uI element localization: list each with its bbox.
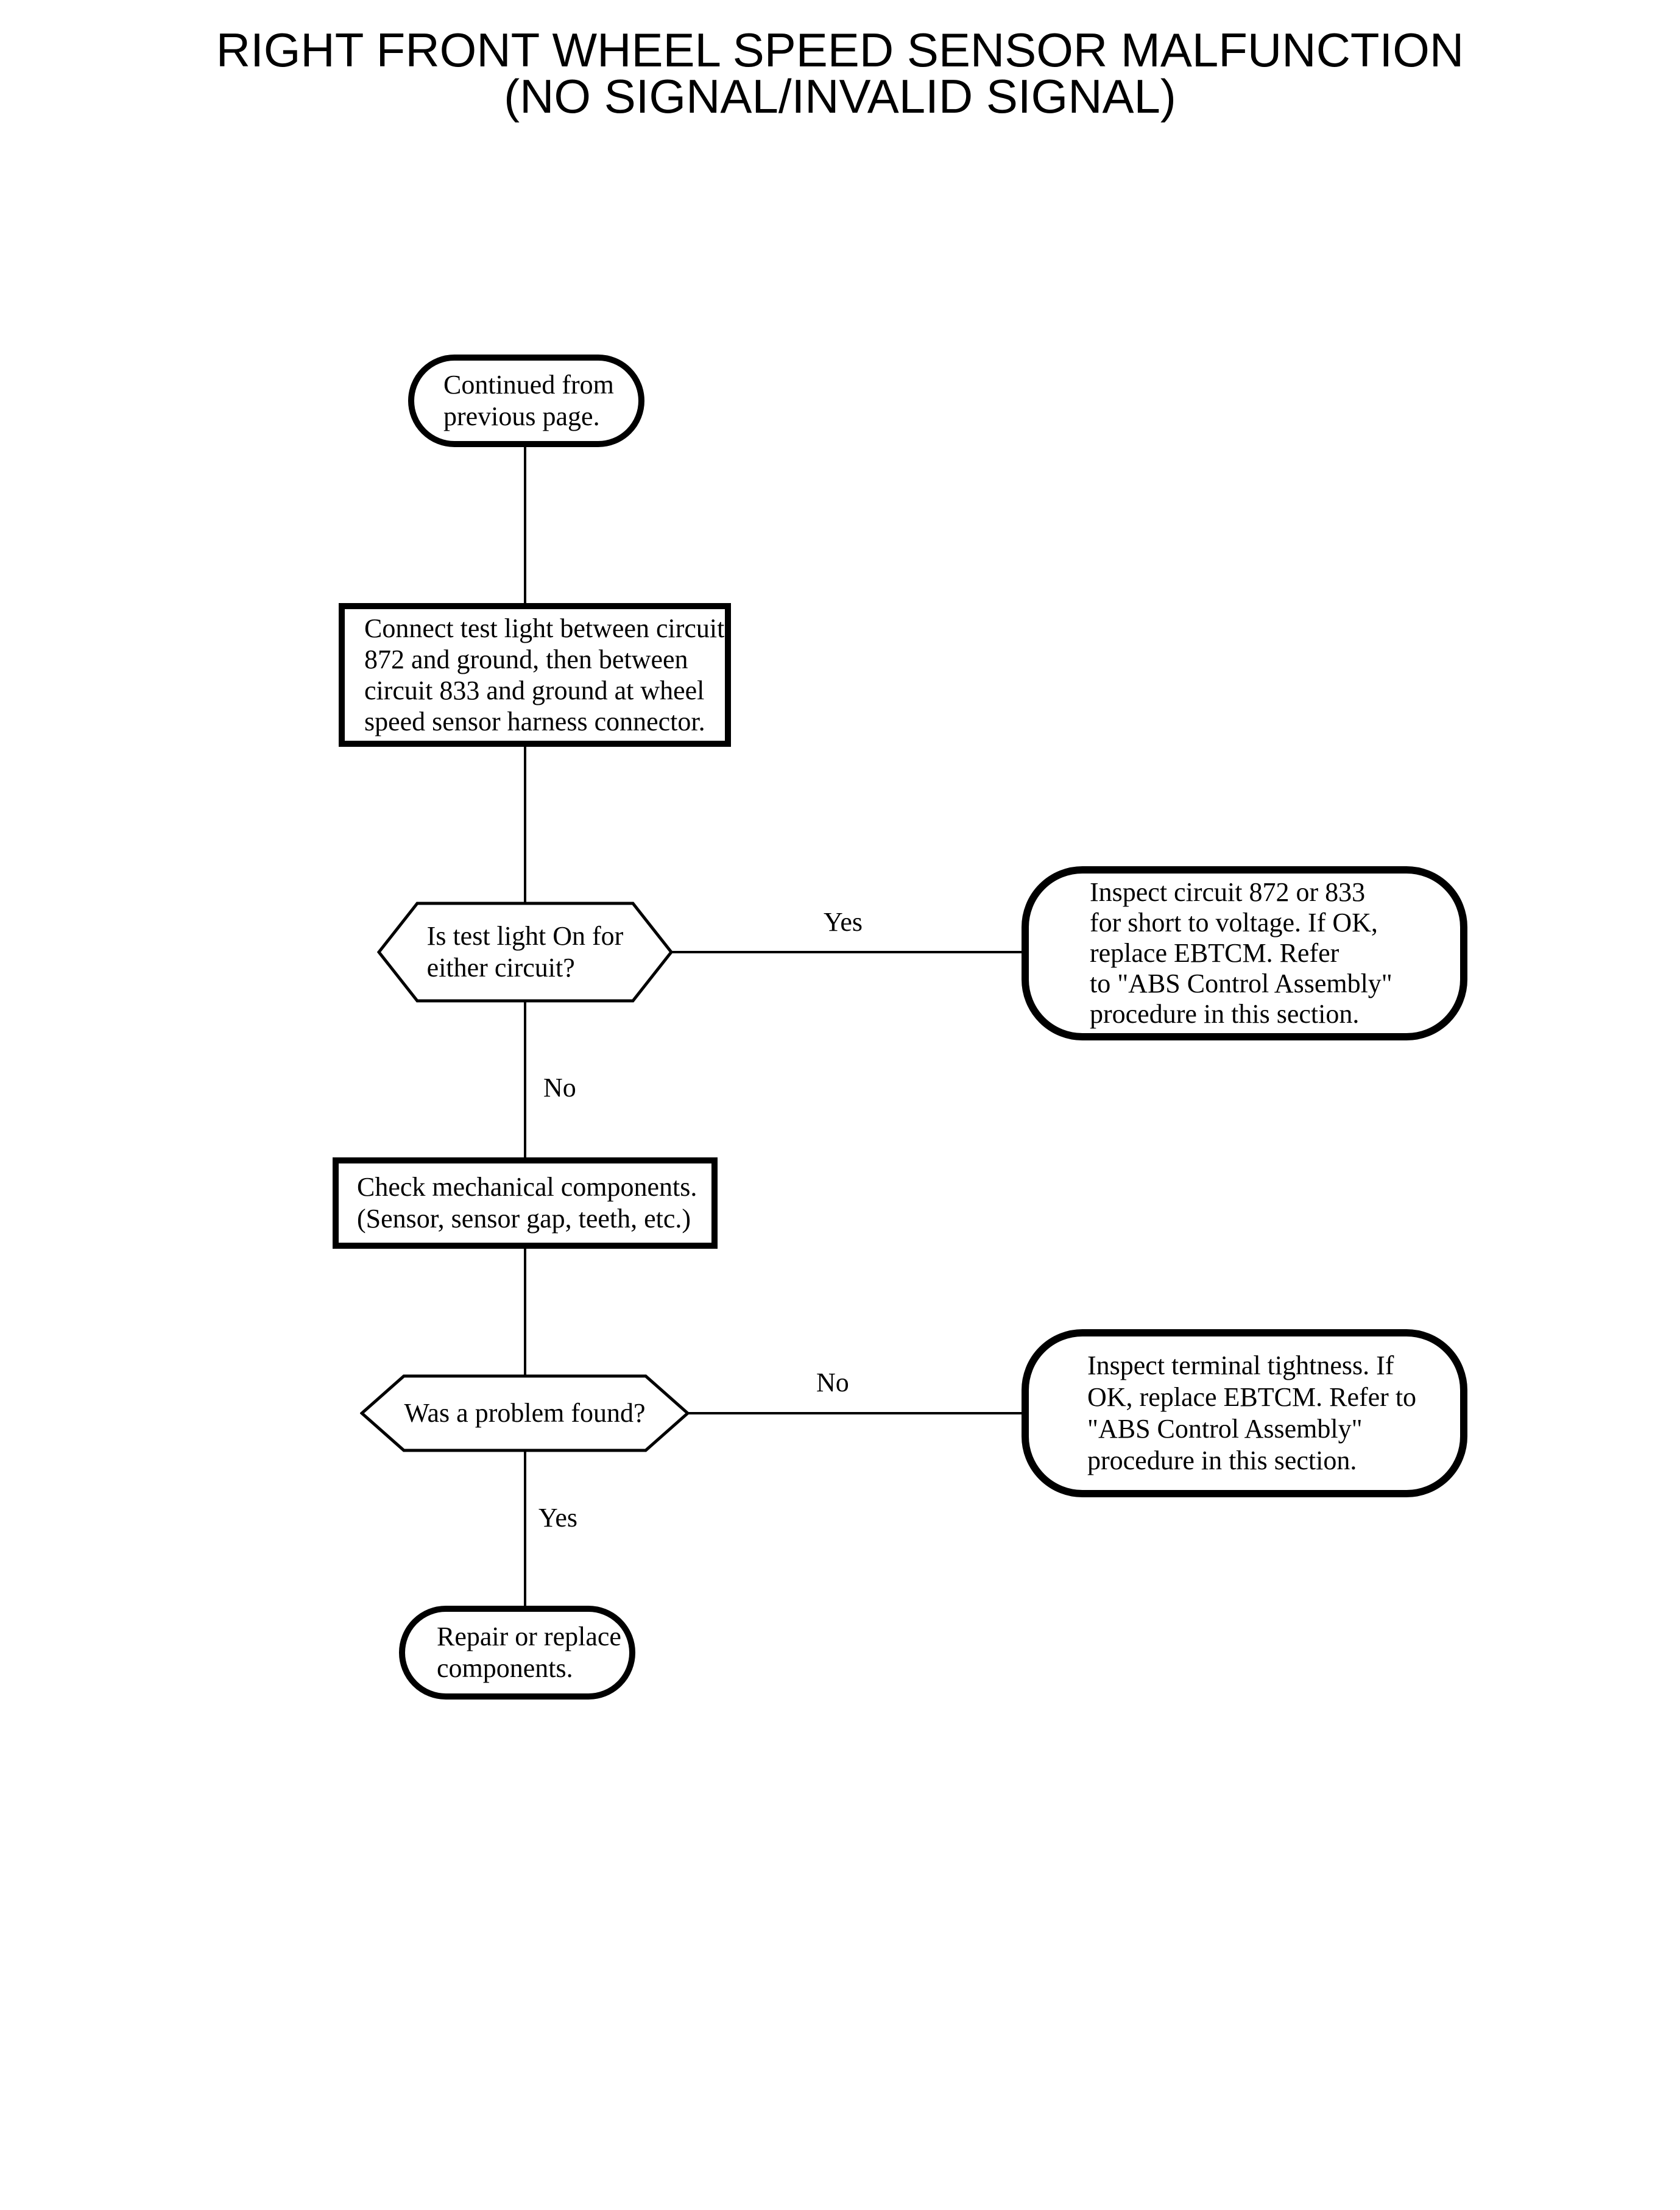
connector-decision1-yes-branch	[670, 951, 1023, 953]
branch-label-no-2: No	[816, 1368, 849, 1397]
process-check-mechanical-components-text: Check mechanical components. (Sensor, se…	[357, 1172, 697, 1234]
process-connect-test-light: Connect test light between circuit 872 a…	[339, 603, 731, 747]
result-inspect-short-to-voltage: Inspect circuit 872 or 833 for short to …	[1022, 866, 1467, 1040]
terminal-repair-or-replace-text: Repair or replace components.	[437, 1622, 621, 1683]
connector-decision2-no-branch	[687, 1412, 1023, 1414]
branch-label-no-1: No	[543, 1073, 576, 1103]
terminal-continued-from-previous-page: Continued from previous page.	[408, 355, 644, 447]
decision-was-problem-found-text: Was a problem found?	[404, 1398, 646, 1428]
connector-start-to-connect-test-light	[524, 446, 526, 604]
connector-decision1-no-branch	[524, 1001, 526, 1159]
result-inspect-terminal-tightness-text: Inspect terminal tightness. If OK, repla…	[1087, 1350, 1417, 1475]
decision-was-problem-found: Was a problem found?	[360, 1374, 690, 1452]
page-title-line1: RIGHT FRONT WHEEL SPEED SENSOR MALFUNCTI…	[216, 23, 1464, 77]
connector-check-mechanical-to-decision2	[524, 1248, 526, 1375]
decision-is-test-light-on-text: Is test light On for either circuit?	[426, 921, 624, 983]
process-connect-test-light-text: Connect test light between circuit 872 a…	[364, 613, 725, 736]
page-title-line2: (NO SIGNAL/INVALID SIGNAL)	[504, 69, 1176, 123]
process-check-mechanical-components: Check mechanical components. (Sensor, se…	[333, 1157, 718, 1249]
branch-label-yes-2: Yes	[538, 1503, 578, 1533]
terminal-continued-text: Continued from previous page.	[443, 370, 614, 431]
connector-decision2-yes-branch	[524, 1451, 526, 1607]
result-inspect-short-to-voltage-text: Inspect circuit 872 or 833 for short to …	[1090, 877, 1392, 1029]
decision-is-test-light-on: Is test light On for either circuit?	[377, 902, 673, 1003]
branch-label-yes-1: Yes	[824, 907, 863, 937]
page-title: RIGHT FRONT WHEEL SPEED SENSOR MALFUNCTI…	[0, 23, 1680, 123]
terminal-repair-or-replace: Repair or replace components.	[399, 1606, 635, 1700]
result-inspect-terminal-tightness: Inspect terminal tightness. If OK, repla…	[1022, 1329, 1467, 1497]
connector-connect-test-light-to-decision1	[524, 746, 526, 903]
